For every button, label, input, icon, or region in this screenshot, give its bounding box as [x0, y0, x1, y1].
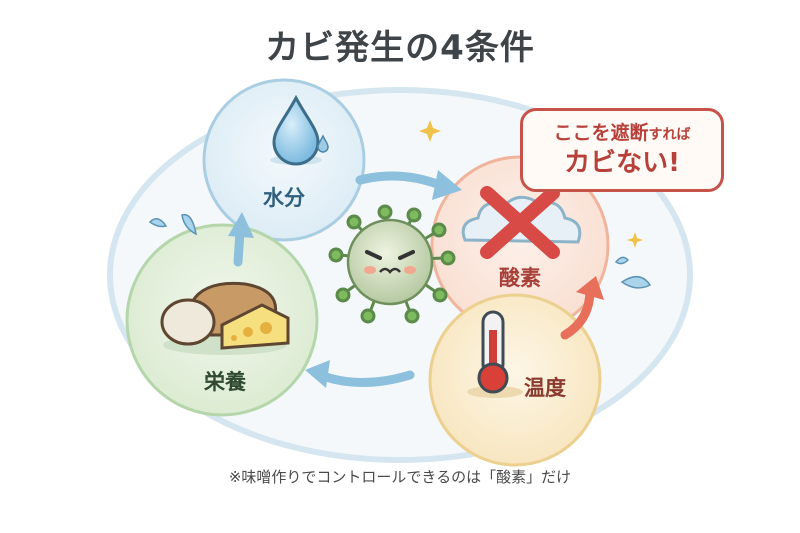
label-nutrition: 栄養	[204, 370, 246, 394]
mold-spore-icon	[328, 204, 456, 324]
arrow-head-icon	[432, 170, 462, 200]
arrow-head-icon	[228, 212, 254, 238]
arrow-head-icon	[576, 276, 604, 300]
temperature-circle	[428, 293, 602, 467]
arrow-head-icon	[305, 360, 330, 388]
callout-line1: ここを遮断	[553, 122, 649, 144]
page-title: カビ発生の4条件	[265, 28, 535, 68]
thermometer-icon	[467, 310, 523, 398]
cycle-arrow-icon	[233, 171, 445, 387]
footnote: ※味噌作りでコントロールできるのは「酸素」だけ	[228, 468, 572, 486]
splash-drop-icon	[148, 213, 652, 289]
bread-cheese-icon	[160, 281, 290, 355]
label-moisture: 水分	[263, 186, 305, 210]
callout-line2: カビない!	[564, 148, 680, 178]
sparkle-icon	[419, 120, 643, 248]
label-oxygen: 酸素	[499, 266, 541, 290]
callout-bubble: ここを遮断すれば カビない!	[520, 108, 724, 192]
label-temperature: 温度	[524, 376, 566, 400]
water-drop-icon	[270, 94, 329, 166]
callout-line1-small: すれば	[648, 127, 691, 143]
x-mark-icon	[480, 186, 560, 259]
